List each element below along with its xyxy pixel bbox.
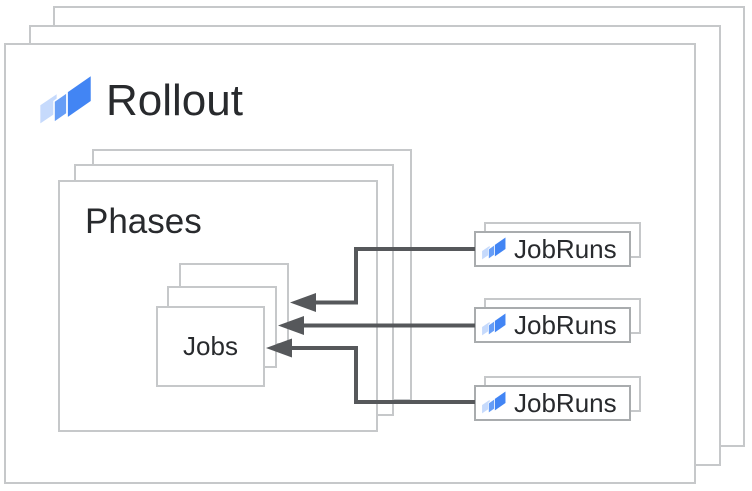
jobruns-label: JobRuns bbox=[514, 309, 617, 340]
jobruns-label: JobRuns bbox=[514, 233, 617, 264]
jobruns-2-card: JobRuns bbox=[474, 307, 631, 343]
jobs-card: Jobs bbox=[156, 306, 265, 387]
jobruns-icon bbox=[482, 312, 507, 336]
jobs-title: Jobs bbox=[183, 331, 238, 361]
jobruns-icon bbox=[482, 236, 507, 260]
rollout-title: Rollout bbox=[106, 76, 243, 125]
jobruns-3-card: JobRuns bbox=[474, 385, 631, 421]
phases-title: Phases bbox=[85, 202, 202, 241]
rollout-header: Rollout bbox=[38, 73, 243, 129]
rollout-brand-icon bbox=[40, 73, 93, 124]
jobruns-1-card: JobRuns bbox=[474, 231, 631, 267]
jobruns-icon bbox=[482, 390, 507, 414]
jobruns-label: JobRuns bbox=[514, 387, 617, 418]
